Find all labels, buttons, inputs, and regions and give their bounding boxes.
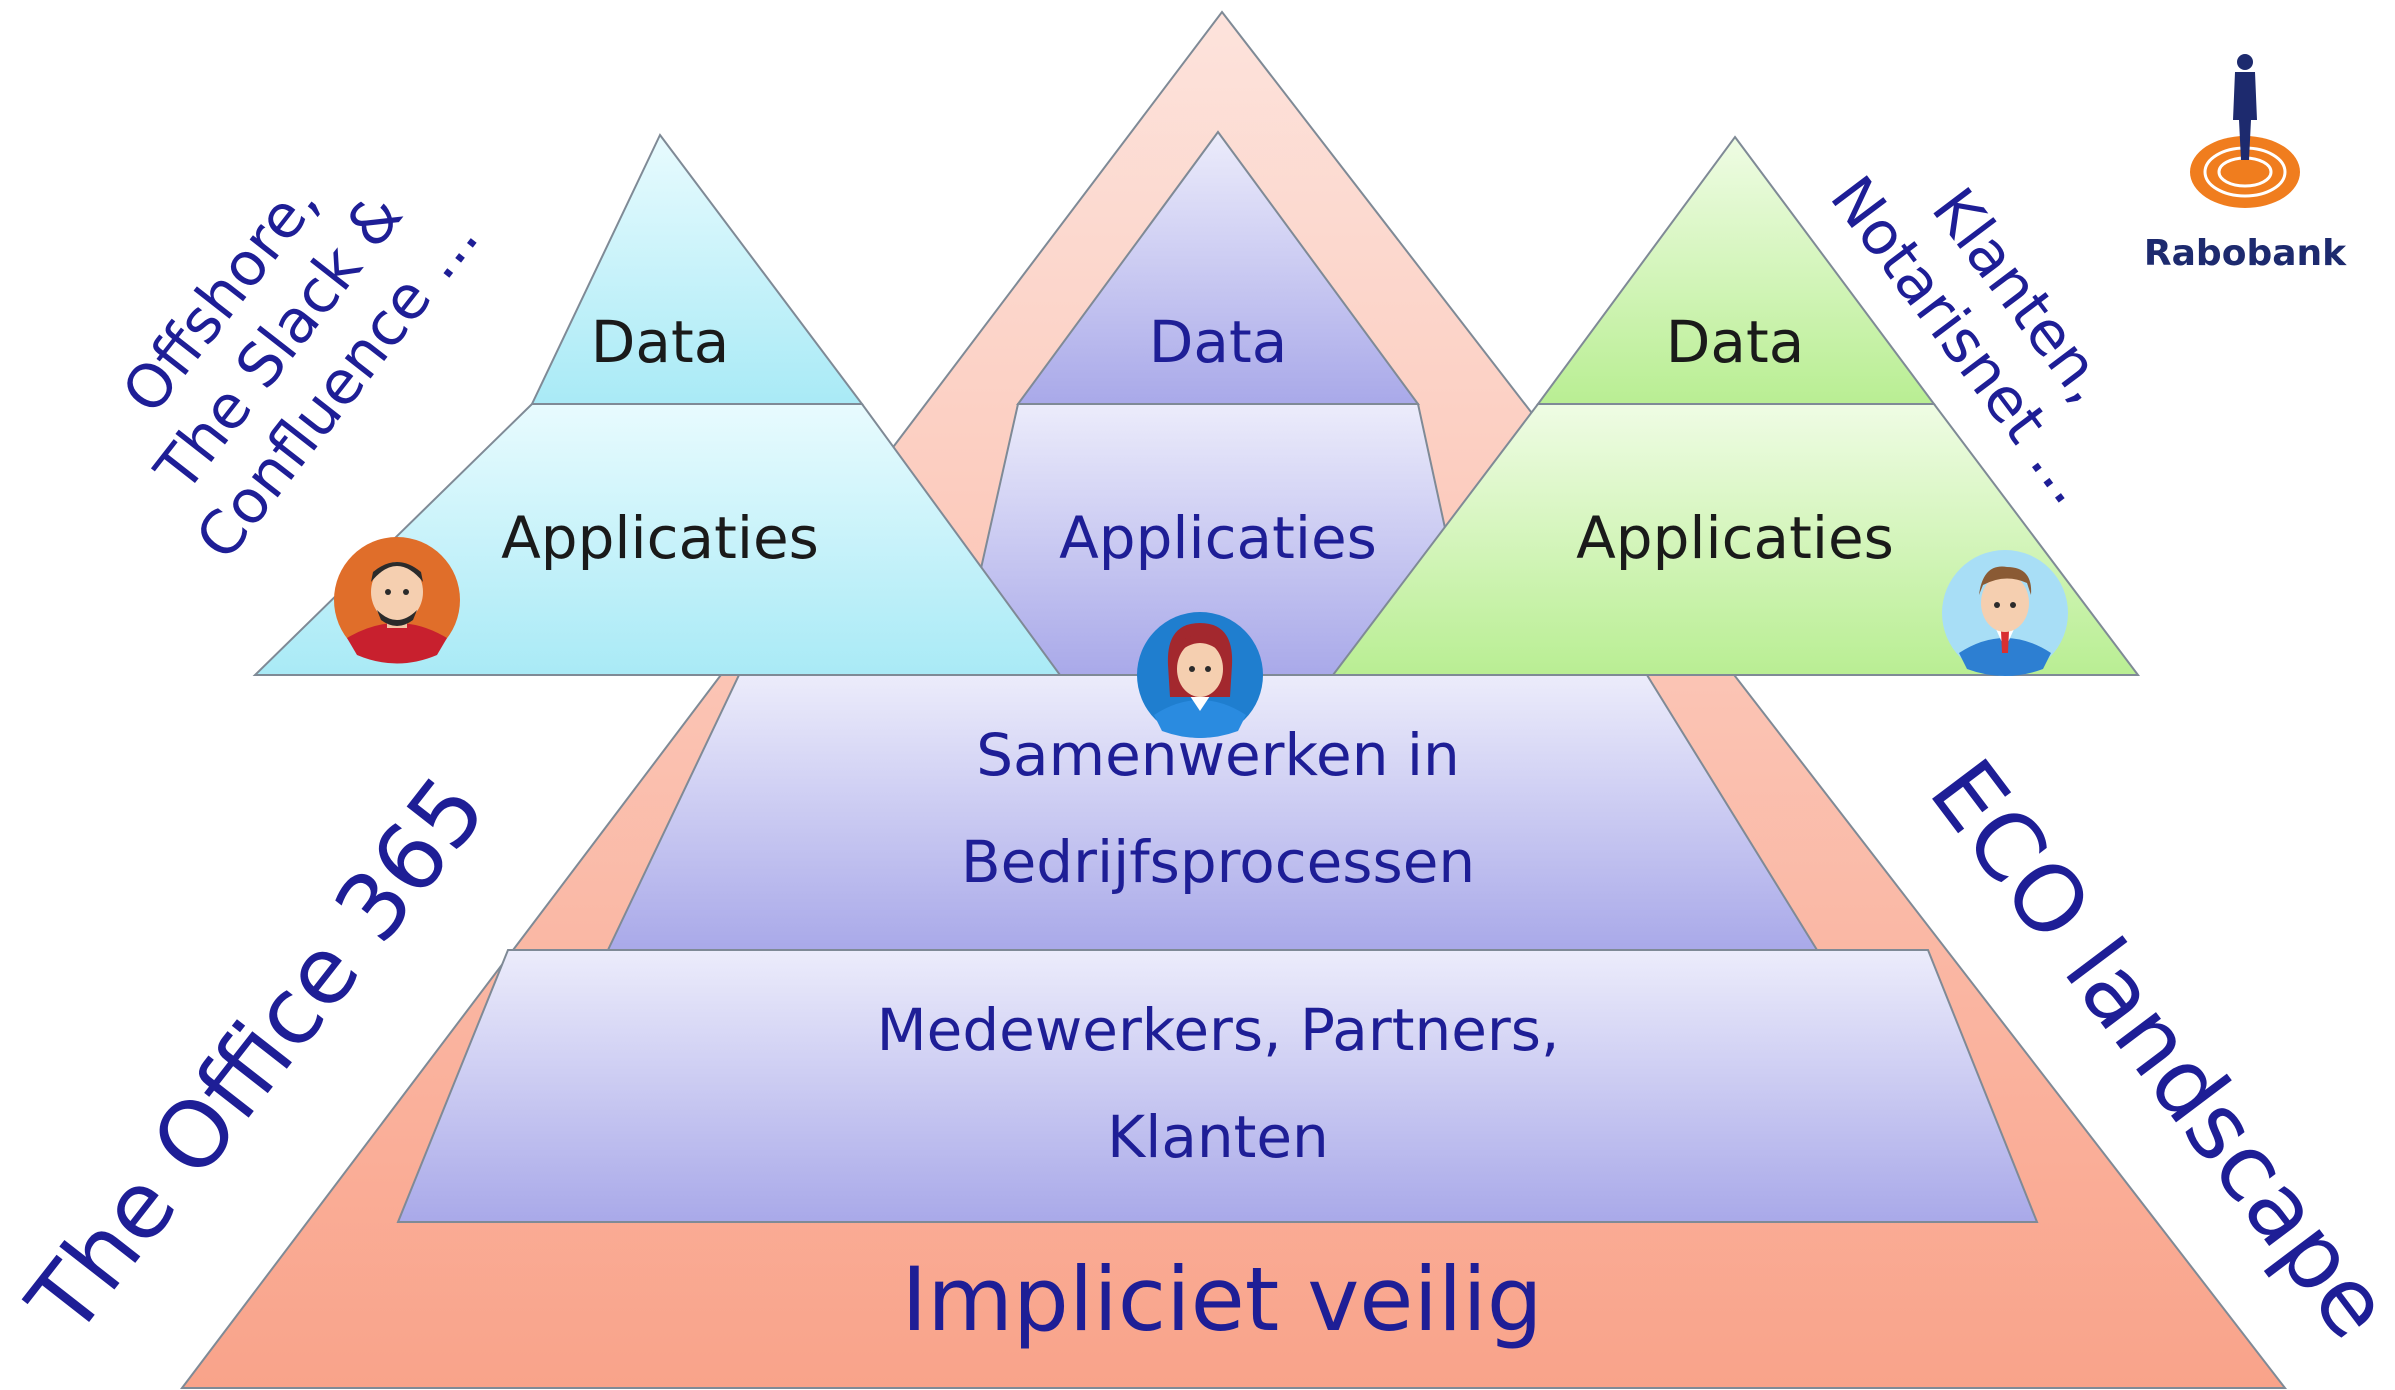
avatar-businessman-icon [1942,550,2068,676]
center-medewerkers-label-line: Klanten [1107,1103,1329,1171]
left-data-label: Data [591,308,730,376]
rabobank-logo-text: Rabobank [2144,233,2347,274]
center-medewerkers-label: Medewerkers, Partners, Klanten [877,996,1560,1171]
base-label: Impliciet veilig [901,1248,1542,1351]
left-applicaties-label: Applicaties [501,504,819,572]
center-pyramid [396,130,2039,1223]
center-applicaties-label: Applicaties [1059,504,1377,572]
center-data-label: Data [1149,308,1288,376]
right-data-label: Data [1666,308,1805,376]
right-layer-data [1536,135,1936,405]
right-pyramid [1330,135,2141,676]
center-layer-data [1016,130,1420,405]
left-layer-data [530,133,865,405]
avatar-developer-icon [334,537,460,664]
center-layer-medewerkers [396,949,2039,1223]
right-applicaties-label: Applicaties [1576,504,1894,572]
rabobank-logo: Rabobank [2144,54,2347,274]
left-pyramid-side-label: Offshore,The Slack &Confluence ... [66,113,492,573]
avatar-woman-icon [1137,612,1263,738]
center-samenwerken-label-line: Bedrijfsprocessen [961,828,1475,896]
center-medewerkers-label-line: Medewerkers, Partners, [877,996,1560,1064]
